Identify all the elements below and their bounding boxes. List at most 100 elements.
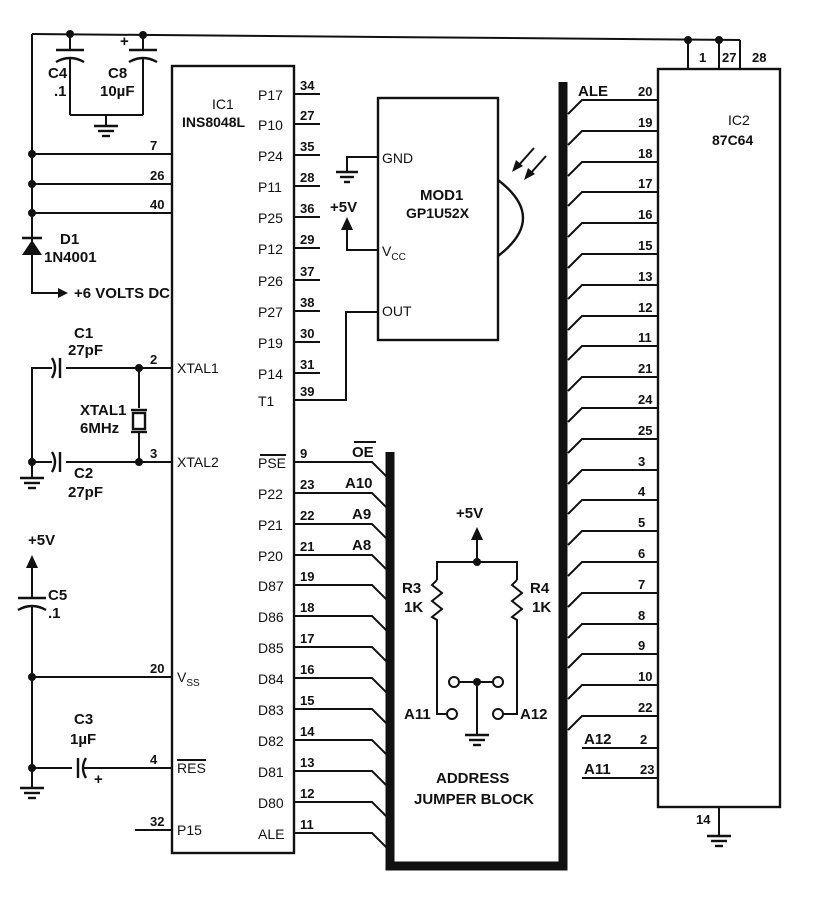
ic2-pin-line-12 [567,315,658,331]
ic1-pin-name-19: D87 [258,578,284,594]
ic1-pin-name-12: D80 [258,795,284,811]
c4-value: .1 [54,83,67,100]
ic1-pin-line-23 [294,492,387,508]
ic1-pin-num-3: 3 [150,446,157,461]
ic2-pin-num-9: 9 [638,638,645,653]
ic2-pin-line-4 [567,499,658,515]
capacitor-c3: C3 1µF + [28,711,172,788]
ic1-pin-num-14: 14 [300,724,315,739]
ic1-pin-num-18: 18 [300,600,314,615]
ic1-pin-name-34: P17 [258,87,283,103]
ic1-pin-name-23: P22 [258,486,283,502]
ic1-pin-line-9 [294,461,387,477]
ic2-pin-num-16: 16 [638,207,652,222]
mod1-vcc: VCC [382,243,406,263]
ic2-pin-num-22: 22 [638,700,652,715]
ic2-chip: IC2 87C64 1 27 28 14 ALE [578,40,782,848]
ic1-pin-line-19 [294,584,387,600]
mod1-part: GP1U52X [406,205,470,221]
ic1-pin-name-15: D83 [258,702,284,718]
c2-value: 27pF [68,484,103,501]
ic1-pin-num-35: 35 [300,139,314,154]
ic1-pin-num-17: 17 [300,631,314,646]
diode-d1: D1 1N4001 +6 VOLTS DC [22,231,170,302]
mod1-ref: MOD1 [420,187,463,204]
capacitor-c8: + C8 10µF [100,33,158,115]
ic1-pin-line-13 [294,770,387,786]
ic1-pin-line-12 [294,801,387,817]
mod1-module: MOD1 GP1U52X GND VCC OUT +5V [330,96,547,342]
ic1-pin-name-16: D84 [258,671,284,687]
ic1-pin-name-21: P20 [258,548,283,564]
ic2-pin-line-10 [567,684,658,700]
ic2-pin-num-15: 15 [638,238,652,253]
ic1-pin-num-31: 31 [300,357,314,372]
ic1-right-pins: 34P1727P1035P2428P1136P2529P1237P2638P27… [258,78,387,848]
ic1-pin-num-29: 29 [300,232,314,247]
ic1-pin-name-22: P21 [258,517,283,533]
ic2-top-pin-27: 27 [722,50,736,65]
ic1-pin-num-38: 38 [300,295,314,310]
ic1-pin-line-11 [294,832,387,848]
ic1-pin-num-20: 20 [150,661,164,676]
ic1-pin-name-30: P19 [258,335,283,351]
ic1-pin-num-39: 39 [300,384,314,399]
ground-symbol [70,114,143,138]
bus-lines [385,82,568,871]
ic1-pin-num-22: 22 [300,508,314,523]
ic2-ref: IC2 [728,112,750,128]
mod1-gnd: GND [382,150,413,166]
ic2-pin-num-5: 5 [638,515,645,530]
ic1-pin-name-27: P10 [258,117,283,133]
input-voltage-label: +6 VOLTS DC [74,285,170,302]
ic1-part: INS8048L [182,114,245,130]
ic1-pin-num-7: 7 [150,138,157,153]
ic1-pin-name-3: XTAL2 [177,454,219,470]
ic2-pin-num-25: 25 [638,423,652,438]
ic1-bus-label-a8: A8 [352,537,371,554]
ic2-pin-num-21: 21 [638,361,652,376]
ic2-pin-num-18: 18 [638,146,652,161]
ic1-pin-name-9: PSE [258,455,286,471]
ic2-pin-line-11 [567,345,658,361]
ic1-pin-line-17 [294,646,387,662]
d1-part: 1N4001 [44,249,97,266]
capacitor-c5: +5V C5 .1 [17,532,172,800]
ic1-pin-num-27: 27 [300,108,314,123]
ic1-pin-name-18: D86 [258,609,284,625]
d1-ref: D1 [60,231,79,248]
ic1-pin-name-39: T1 [258,393,275,409]
r4-ref: R4 [530,580,550,597]
ic2-pin-num-11: 11 [638,330,652,345]
ic1-pin-num-9: 9 [300,446,307,461]
xtal-ref: XTAL1 [80,402,126,419]
r4-value: 1K [532,599,551,616]
ic1-pin-num-11: 11 [300,817,314,832]
ic2-pin-num-20: 20 [638,84,652,99]
ic2-pin-line-8 [567,623,658,639]
t1-to-out-wire [320,311,378,401]
jumper-label-line1: ADDRESS [436,770,509,787]
c8-ref: C8 [108,65,127,82]
ic2-pin-num-7: 7 [638,577,645,592]
r3-ref: R3 [402,580,421,597]
ic1-pin-line-14 [294,739,387,755]
ic1-pin-num-32: 32 [150,814,164,829]
ic2-part: 87C64 [712,132,753,148]
ic1-pin-num-26: 26 [150,168,164,183]
c1-ref: C1 [74,325,93,342]
ic1-pin-num-4: 4 [150,752,158,767]
ic2-pin-num-8: 8 [638,608,645,623]
c3-ref: C3 [74,711,93,728]
ic1-pin-name-11: ALE [258,826,284,842]
ic2-bottom-pin: 14 [696,812,711,827]
ic1-pin-name-31: P14 [258,366,283,382]
c5-value: .1 [48,605,61,622]
ic1-pin-name-28: P11 [258,179,282,195]
ic1-pin-line-21 [294,554,387,570]
c5-supply: +5V [28,532,55,549]
